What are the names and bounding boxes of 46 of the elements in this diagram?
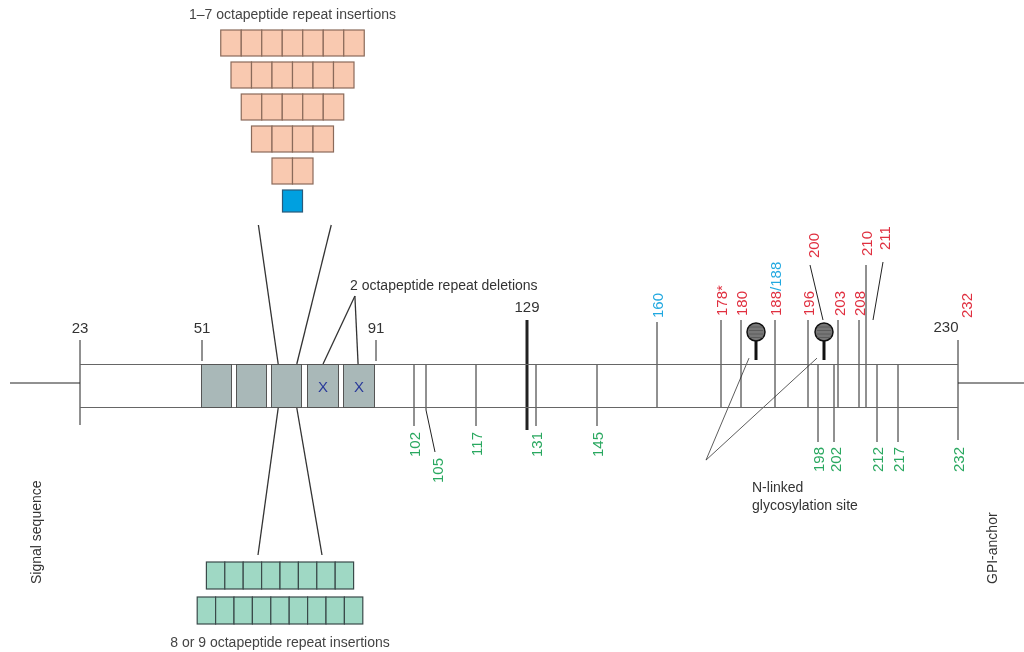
terminus-label: GPI-anchor (985, 512, 999, 584)
residue-number: 210 (858, 230, 874, 256)
residue-number: 200 (805, 232, 821, 258)
group-heading: 1–7 octapeptide repeat insertions (187, 6, 397, 22)
leader-line (257, 407, 279, 556)
residue-number: 208 (851, 290, 867, 316)
residue-number: 232 (950, 447, 966, 473)
residue-number: 91 (367, 320, 385, 335)
annotation-label: 2 octapeptide repeat deletions (350, 276, 595, 296)
leader-line (296, 224, 332, 365)
residue-number: 188/188 (767, 261, 783, 316)
protein-bar (80, 364, 958, 408)
residue-number: 131 (528, 432, 544, 458)
residue-number: 230 (933, 319, 959, 334)
residue-number: 117 (468, 432, 484, 456)
repeat-box (236, 364, 267, 408)
residue-number: 129 (514, 299, 540, 314)
leader-line (296, 407, 323, 556)
residue-number: 180 (733, 290, 749, 316)
residue-number: 203 (831, 290, 847, 316)
residue-number: 145 (589, 432, 605, 458)
residue-number: 211 (876, 226, 892, 250)
residue-number: 105 (429, 458, 445, 484)
leader-line (705, 357, 750, 461)
leader-line (705, 357, 818, 461)
residue-number: 178* (713, 285, 729, 316)
terminus-label: Signal sequence (29, 480, 43, 584)
residue-number: 23 (71, 320, 89, 335)
residue-number: 212 (869, 447, 885, 473)
group-heading: 8 or 9 octapeptide repeat insertions (169, 634, 391, 650)
leader-line (354, 295, 359, 365)
repeat-box (201, 364, 232, 408)
residue-number: 102 (406, 432, 422, 458)
residue-number: 196 (800, 290, 816, 316)
annotation-label: N-linked glycosylation site (752, 478, 867, 542)
deleted-repeat-box: X (307, 364, 339, 408)
residue-number: 160 (649, 292, 665, 318)
residue-number: 217 (890, 447, 906, 473)
residue-number: 202 (827, 447, 843, 473)
repeat-box (271, 364, 302, 408)
residue-number: 198 (810, 447, 826, 473)
leader-line (257, 224, 279, 365)
residue-number: 232 (958, 292, 974, 318)
deleted-repeat-box: X (343, 364, 375, 408)
residue-number: 51 (193, 320, 211, 335)
leader-line (322, 295, 356, 365)
